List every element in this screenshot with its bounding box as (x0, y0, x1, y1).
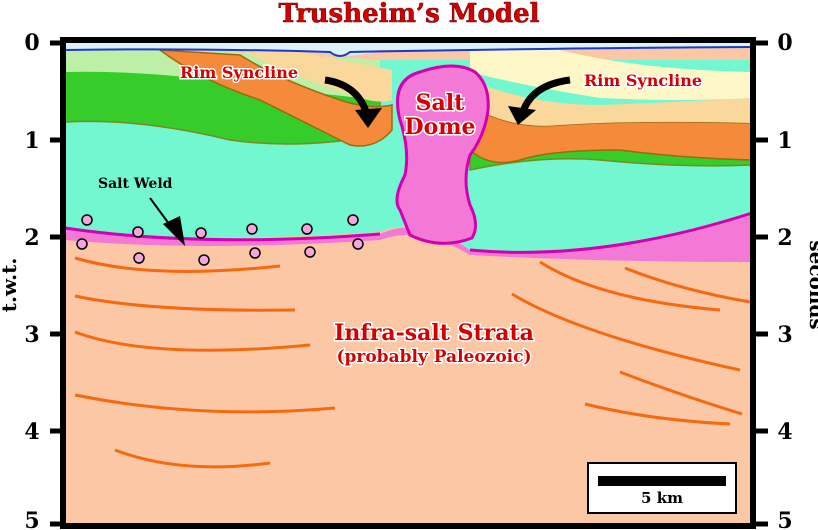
tan-layer-right (470, 80, 752, 126)
salt-weld-label: Salt Weld (98, 176, 173, 192)
weld-marker (133, 252, 145, 264)
infra-salt-sub-label: (probably Paleozoic) (336, 347, 531, 367)
reflector-line (74, 294, 296, 312)
weld-marker (352, 238, 364, 250)
left-axis: 0 1 2 3 4 5 t.w.t. (0, 30, 66, 530)
reflector-line (114, 448, 271, 469)
left-tick-label-4: 4 (24, 419, 39, 445)
left-axis-label: t.w.t. (0, 258, 21, 313)
weld-marker (304, 246, 316, 258)
salt-weld-arrowhead-icon (163, 216, 185, 246)
orange-layer-left (157, 49, 393, 147)
salt-weld-line (64, 226, 381, 242)
infra-salt-label: Infra-salt Strata (334, 320, 534, 346)
salt-weld-markers (76, 214, 364, 266)
scale-bar-box (587, 462, 737, 514)
reflector-line (74, 256, 281, 273)
reflector-line (74, 393, 336, 414)
reflector-line (624, 266, 751, 304)
weld-marker (132, 226, 144, 238)
reflector-line (539, 260, 721, 312)
rim-syncline-right-label: Rim Syncline (584, 71, 702, 90)
right-tick-label-1: 1 (777, 128, 792, 154)
salt-top-right (469, 211, 753, 254)
arrow-left-head-icon (355, 108, 382, 128)
left-tick-label-2: 2 (24, 225, 39, 251)
right-tick-label-5: 5 (777, 508, 792, 530)
arrow-right-head-icon (508, 106, 536, 125)
weld-marker (76, 238, 88, 250)
rim-syncline-left-label: Rim Syncline (180, 63, 298, 82)
left-tick-label-0: 0 (24, 30, 39, 56)
weld-marker (198, 254, 210, 266)
scale-bar: 5 km (587, 462, 737, 514)
weld-marker (301, 223, 313, 235)
diagram-title: Trusheim’s Model (279, 0, 540, 29)
reflector-line (511, 292, 741, 372)
weld-marker (246, 223, 258, 235)
salt-dome-label-line2: Dome (404, 114, 475, 140)
left-tick-label-1: 1 (24, 128, 39, 154)
section-frame (60, 37, 756, 529)
scale-bar-line (598, 476, 726, 486)
right-tick-label-4: 4 (777, 419, 792, 445)
left-tick-label-3: 3 (24, 322, 39, 348)
scale-bar-label: 5 km (641, 489, 683, 507)
reflector-line (619, 370, 743, 416)
right-tick-label-3: 3 (777, 322, 792, 348)
weld-marker (347, 214, 359, 226)
weld-marker (249, 247, 261, 259)
salt-dome-label-line1: Salt (416, 90, 466, 116)
right-axis-label: seconds (805, 240, 818, 329)
reflector-line (74, 330, 311, 352)
cross-section (64, 40, 753, 528)
reflector-line (584, 402, 731, 426)
right-axis: 0 1 2 3 4 5 seconds (750, 30, 818, 530)
water-layer (65, 40, 752, 56)
sea-floor-line (64, 46, 753, 57)
salt-dome (395, 64, 490, 245)
weld-marker (195, 227, 207, 239)
reflectors (74, 256, 751, 469)
weld-marker (81, 214, 93, 226)
right-tick-label-0: 0 (777, 30, 792, 56)
right-tick-label-2: 2 (777, 225, 792, 251)
left-tick-label-5: 5 (24, 508, 39, 530)
